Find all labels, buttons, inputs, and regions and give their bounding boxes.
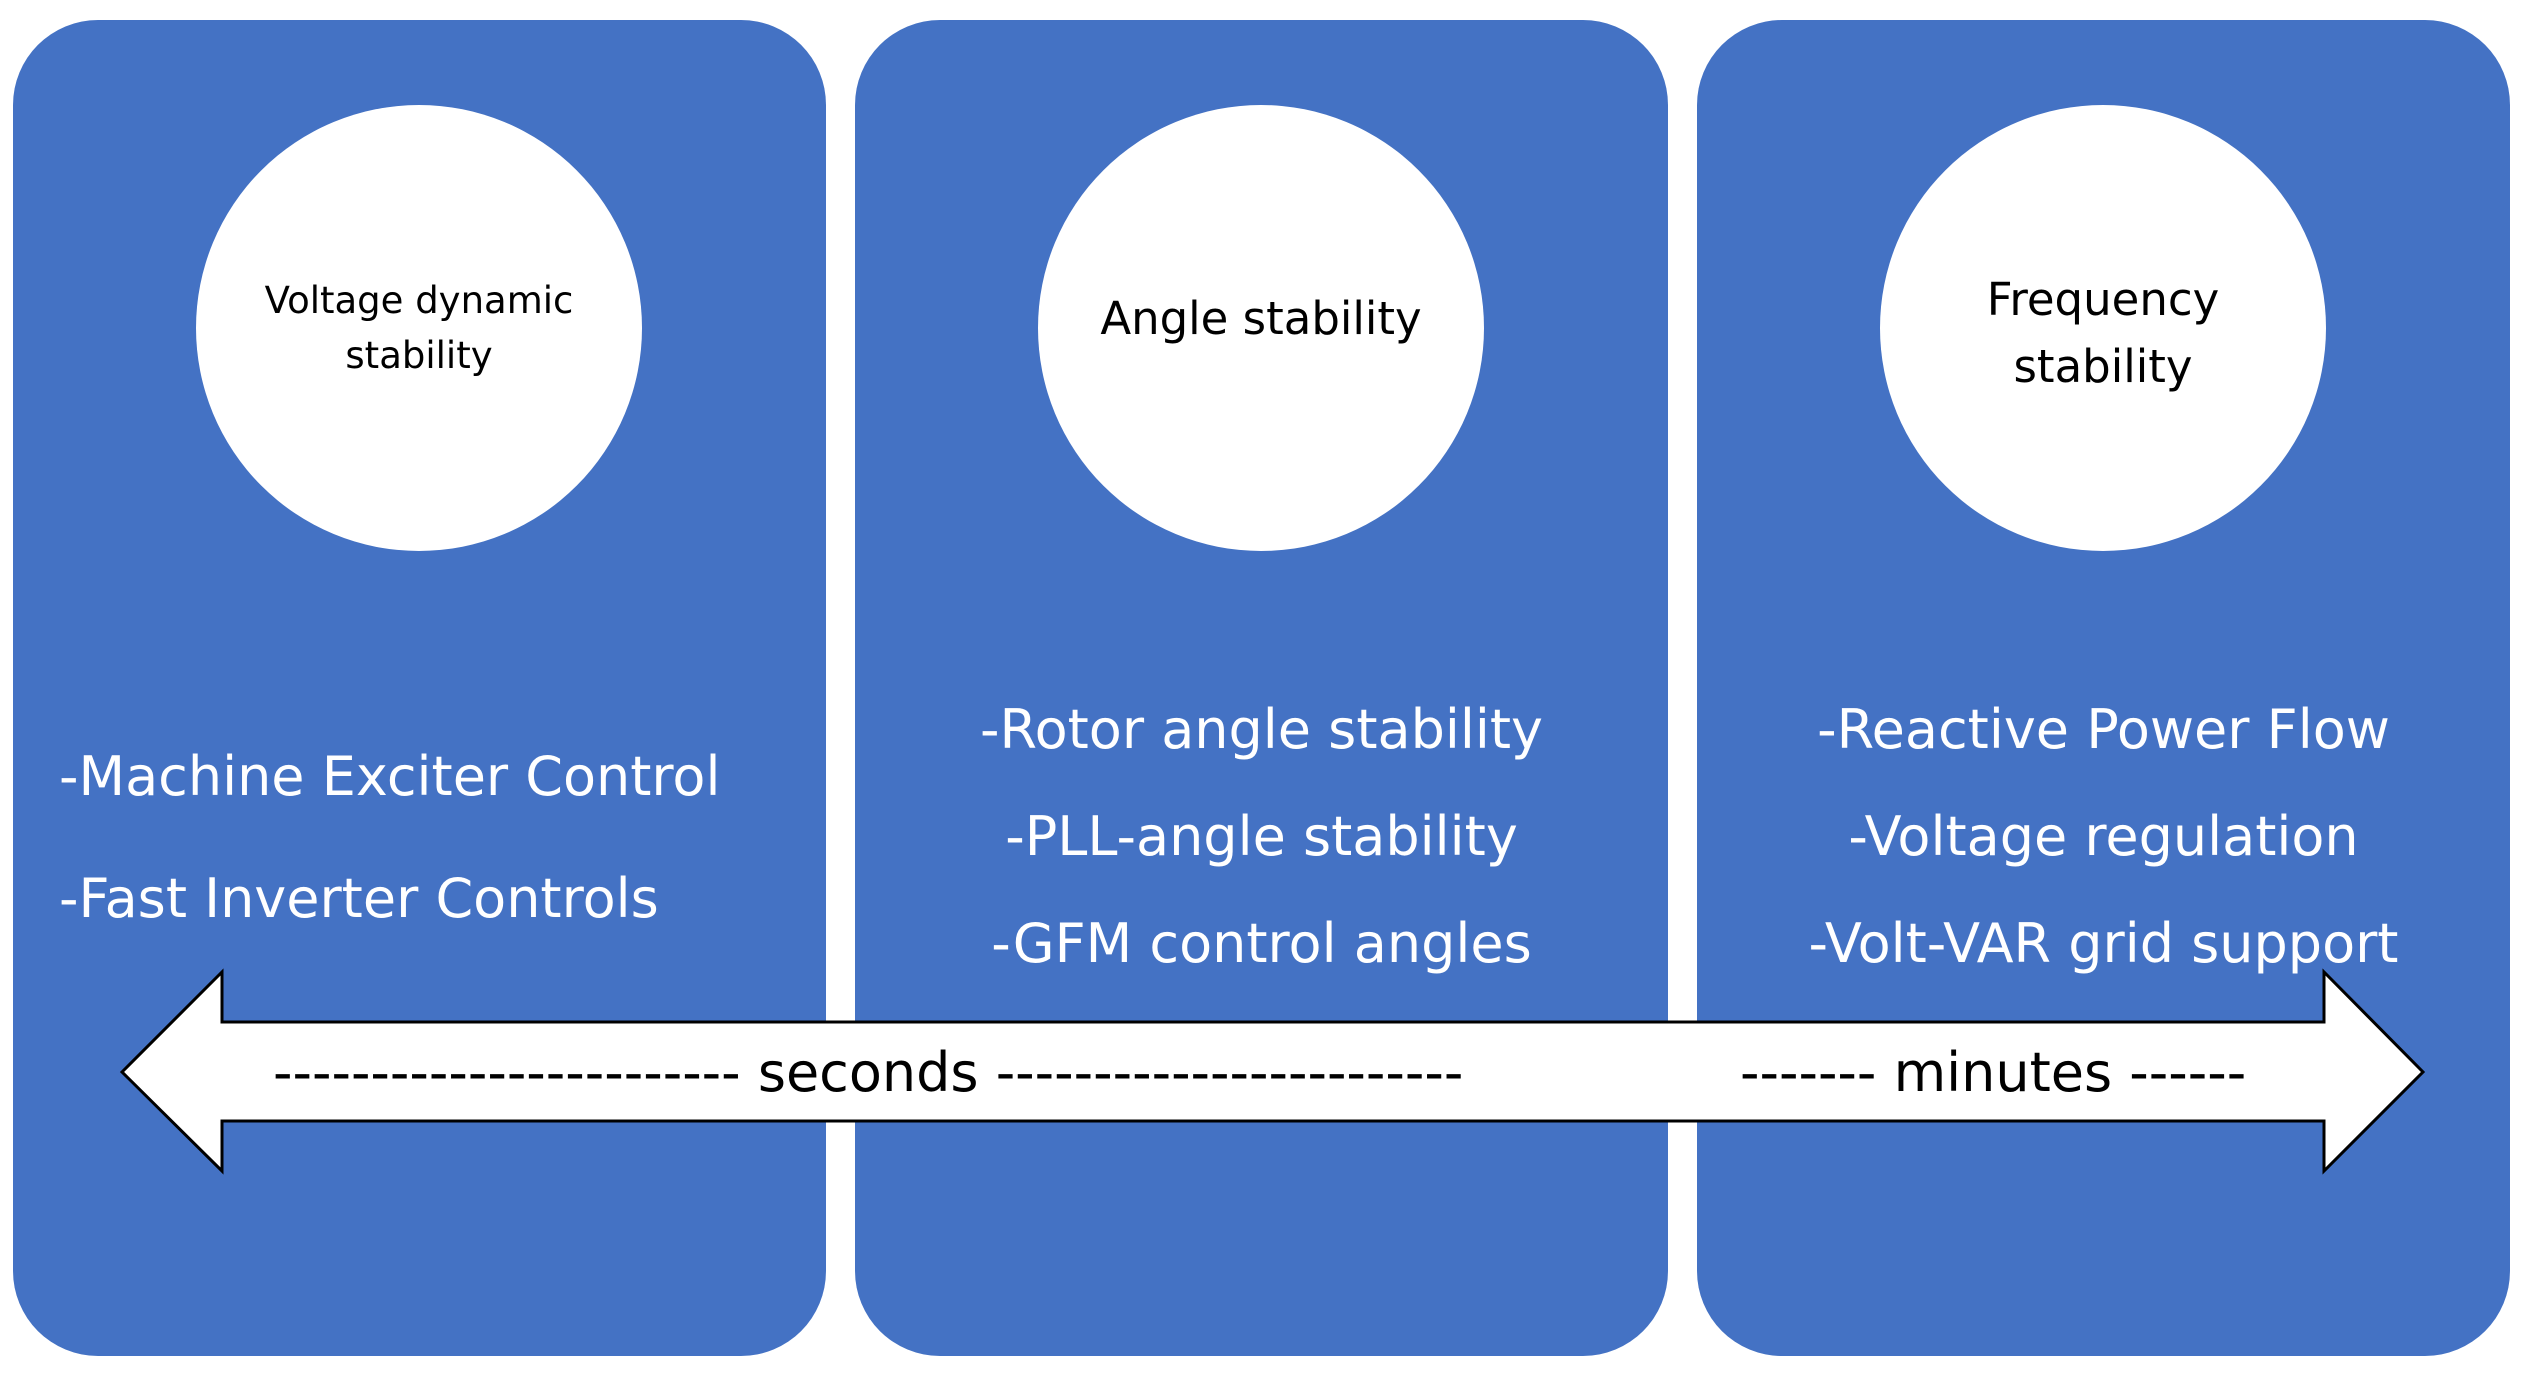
control-list: -Machine Exciter Control -Fast Inverter … <box>13 750 826 994</box>
list-item: -Rotor angle stability <box>980 698 1543 761</box>
circle-label-line: Voltage dynamic <box>264 278 574 322</box>
circle-label-line: Frequency <box>1986 272 2220 326</box>
timescale-arrow-shape <box>119 968 2426 1175</box>
list-item: -Reactive Power Flow <box>1817 698 2390 761</box>
timescale-minutes-label: ------- minutes ------ <box>1740 1041 2247 1104</box>
list-item: -Machine Exciter Control <box>59 745 721 808</box>
control-list: -Rotor angle stability -PLL-angle stabil… <box>855 703 1668 1024</box>
panel-frequency-stability: Frequency stability -Reactive Power Flow… <box>1697 20 2510 1356</box>
circle-label-line: Angle stability <box>1100 291 1422 345</box>
list-item: -Volt-VAR grid support <box>1808 912 2399 975</box>
list-item: -PLL-angle stability <box>1005 805 1518 868</box>
circle-label-line: stability <box>2013 340 2193 393</box>
list-item: -GFM control angles <box>991 912 1532 975</box>
panel-voltage-dynamic-stability: Voltage dynamic stability -Machine Excit… <box>13 20 826 1356</box>
category-circle: Frequency stability <box>1880 105 2326 551</box>
category-circle: Angle stability <box>1038 105 1484 551</box>
list-item: -Voltage regulation <box>1848 805 2359 868</box>
panel-angle-stability: Angle stability -Rotor angle stability -… <box>855 20 1668 1356</box>
category-circle: Voltage dynamic stability <box>196 105 642 551</box>
control-list: -Reactive Power Flow -Voltage regulation… <box>1697 703 2510 1024</box>
list-item: -Fast Inverter Controls <box>59 867 659 930</box>
circle-label-line: stability <box>345 334 493 377</box>
timescale-seconds-label: ------------------------ seconds -------… <box>273 1041 1464 1104</box>
